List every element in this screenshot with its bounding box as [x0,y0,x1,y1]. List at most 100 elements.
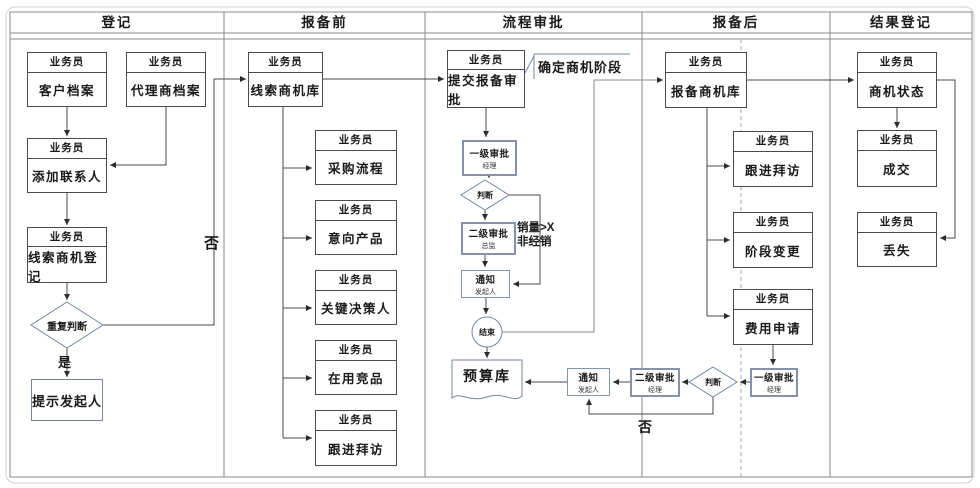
node-label: 添加联系人 [31,170,102,184]
no-label-expense: 否 [638,419,652,435]
node-label: 采购流程 [327,162,384,176]
role-label: 业务员 [316,341,396,361]
node-agent-file: 业务员 代理商档案 [126,52,206,107]
node-label: 跟进拜访 [744,163,801,178]
approver-role: 经理 [648,387,662,394]
node-label: 费用申请 [744,321,801,336]
node-customer-file: 业务员 客户档案 [27,52,107,107]
node-label: 在用竞品 [327,372,384,386]
lane-header-result: 结果登记 [870,15,932,30]
end-circle [471,316,503,348]
approve-label: 二级审批 [468,229,509,240]
role-label: 业务员 [858,53,936,73]
node-label: 阶段变更 [744,244,801,259]
dup-check-diamond [30,301,104,349]
node-submit-approval: 业务员 提交报备审批 [447,50,525,108]
node-label: 线索商机登记 [28,251,99,284]
lane-header-registration: 登记 [101,15,133,30]
notify-label: 通知 [578,372,599,384]
node-label: 客户档案 [38,84,95,98]
node-follow-visit-pre: 业务员 跟进拜访 [315,410,397,466]
node-label: 报备商机库 [670,84,741,99]
condition-label: 销量>X 非经销 [517,221,565,249]
node-competitor-in-use: 业务员 在用竞品 [315,340,397,395]
node-approve-l2-expense: 二级审批 经理 [630,368,680,397]
end-label: 结束 [479,327,495,337]
approver-role: 经理 [767,387,781,394]
budget-pool-document [451,359,523,400]
node-label: 关键决策人 [320,302,391,316]
node-approve-l1: 一级审批 经理 [462,140,517,176]
role-label: 业务员 [316,411,396,431]
judge-main-diamond [460,179,510,211]
role-label: 业务员 [28,53,106,73]
approve-label: 二级审批 [634,373,675,384]
role-label: 业务员 [316,271,396,291]
judge-main-label: 判断 [477,190,493,200]
condition-line1: 销量>X [517,222,555,234]
role-label: 业务员 [316,201,396,221]
node-stage-change: 业务员 阶段变更 [733,212,813,268]
role-label: 业务员 [858,213,936,233]
node-deal-won: 业务员 成交 [857,130,937,187]
dup-check-label: 重复判断 [47,321,87,333]
node-expense-apply: 业务员 费用申请 [733,289,813,345]
role-label: 业务员 [734,213,812,233]
approve-label: 一级审批 [469,148,510,160]
approver-role: 总监 [481,243,496,250]
budget-pool-label: 预算库 [463,368,511,384]
notify-label: 通知 [475,274,496,286]
outer-frame [5,6,975,484]
node-key-decision-maker: 业务员 关键决策人 [315,270,397,325]
role-label: 业务员 [734,132,812,152]
approve-label: 一级审批 [753,373,794,384]
end-to-reported-pool-line [502,77,663,333]
role-label: 业务员 [734,290,812,310]
node-add-contact: 业务员 添加联系人 [27,138,107,193]
node-opp-status: 业务员 商机状态 [857,52,937,108]
node-purchase-process: 业务员 采购流程 [315,130,397,185]
node-deal-lost: 业务员 丢失 [857,212,937,267]
node-approve-l1-expense: 一级审批 经理 [750,368,798,397]
notify-target: 发起人 [475,288,496,296]
callout-bracket [524,53,630,79]
node-label: 商机状态 [868,84,925,99]
lane-header-pre-report: 报备前 [301,15,348,30]
role-label: 业务员 [127,53,205,73]
node-label: 提交报备审批 [448,74,519,107]
node-label: 线索商机库 [250,84,321,98]
node-reported-pool: 业务员 报备商机库 [665,52,747,108]
stage-callout-label: 确定商机阶段 [538,60,623,75]
role-label: 业务员 [316,131,396,151]
node-label: 成交 [882,163,911,177]
lane-header-approval: 流程审批 [502,15,565,30]
node-follow-visit-post: 业务员 跟进拜访 [733,131,813,187]
judge-expense-diamond [688,366,738,398]
notify-target: 发起人 [578,386,599,394]
condition-line2: 非经销 [517,236,552,248]
lane-header-post-report: 报备后 [712,15,760,30]
node-lead-pool: 业务员 线索商机库 [248,52,323,107]
node-label: 跟进拜访 [327,442,384,457]
node-notify-main: 通知 发起人 [461,270,510,298]
approver-role: 经理 [482,162,497,170]
lane-grid [9,11,973,478]
node-notify-expense: 通知 发起人 [567,368,610,396]
yes-label: 是 [58,355,72,370]
node-label: 意向产品 [327,232,384,246]
role-label: 业务员 [28,228,106,247]
role-label: 业务员 [666,53,746,73]
no-label-dup: 否 [204,235,220,252]
judge-expense-label: 判断 [705,377,721,387]
role-label: 业务员 [28,139,106,159]
node-label: 代理商档案 [130,84,201,98]
node-label: 丢失 [882,244,911,258]
flow-arrows [64,76,956,441]
node-prompt-initiator: 提示发起人 [31,379,103,421]
role-label: 业务员 [448,51,524,70]
role-label: 业务员 [249,53,322,73]
role-label: 业务员 [858,131,936,151]
node-lead-register: 业务员 线索商机登记 [27,227,107,284]
